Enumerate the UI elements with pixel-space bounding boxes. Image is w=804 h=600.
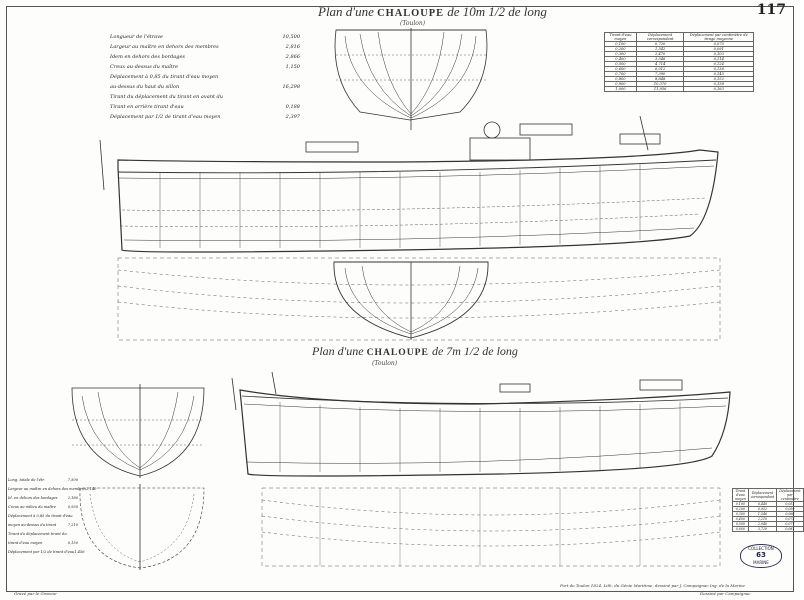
plan1-subtitle: (Toulon): [400, 20, 426, 27]
plan2-half-breadth-plan: [79, 484, 205, 570]
plan2-body-plan: [71, 384, 205, 478]
dimension-row: Tirant du déplacement du tirant en avant…: [110, 92, 300, 102]
dimension-value: 1,456: [74, 550, 85, 554]
plan1-half-breadth: [117, 257, 721, 341]
dimension-value: 2,816: [285, 44, 300, 50]
dimension-row: Idem en dehors des bordages 2,866: [110, 52, 300, 62]
dimension-row: Longueur de l'étrave 10,500: [110, 32, 300, 42]
plan1-cannon: [305, 121, 661, 161]
table-header: Déplacement par centimètre: [776, 488, 804, 502]
dimension-label: au-dessus du haut du sillon: [110, 84, 180, 90]
dimension-row: Id. en dehors des bordages 2,180: [8, 494, 78, 503]
dimension-value: 0,150: [67, 541, 78, 545]
lithographer-credit: Port de Toulon 1824, Lith. du Génie Mari…: [560, 583, 745, 588]
dimension-label: Largeur au maître en dehors des membres: [110, 44, 219, 50]
dimension-label: Déplacement à 0,85 du tirant d'eau moyen: [110, 74, 219, 80]
dimension-value: 16,298: [282, 84, 301, 90]
dimension-label: Creux au-dessus du maître: [110, 64, 179, 70]
plan2-waterlines: [261, 487, 721, 567]
table-cell: 0,163: [683, 86, 754, 92]
dimension-label: Tirant en arrière tirant d'eau: [110, 104, 184, 110]
dimension-value: 2,180: [67, 496, 78, 500]
dimension-value: 2,866: [285, 54, 300, 60]
table-cell: 1,000: [604, 86, 637, 92]
plan1-title: Plan d'une CHALOUPE de 10m 1/2 de long: [318, 4, 547, 19]
dimension-row: Tirant en arrière tirant d'eau 0,188: [110, 102, 300, 112]
dimension-row: Long. totale de l'étr. 7,500: [8, 476, 78, 485]
plan1-profile: [99, 115, 719, 253]
dimension-label: Largeur au maître en dehors des membres: [8, 487, 87, 491]
dimension-label: Déplacement par 1/2 de tirant d'eau: [8, 550, 75, 554]
dimension-label: Déplacement par 1/2 de tirant d'eau moye…: [110, 114, 221, 120]
collection-stamp: COLLECTION 63 MARINE: [740, 544, 782, 568]
dimension-label: Longueur de l'étrave: [110, 34, 163, 40]
dimension-value: 2,140: [86, 487, 97, 491]
dimension-value: 0,188: [285, 104, 300, 110]
dimension-row: au-dessus du haut du sillon 16,298: [110, 82, 300, 92]
plate-frame: [6, 6, 794, 592]
plan2-title: Plan d'une CHALOUPE de 7m 1/2 de long: [312, 344, 518, 358]
table-header: Tirant d'eau moyen: [732, 488, 749, 502]
dimension-row: Déplacement à 0,85 du tirant d'eau moyen: [110, 72, 300, 82]
dimension-row: tirant d'eau moyen 0,150: [8, 539, 78, 548]
dimension-row: Tirant du déplacement tirant du: [8, 530, 78, 539]
dimension-label: Idem en dehors des bordages: [110, 54, 185, 60]
dimension-label: Tirant du déplacement du tirant en avant…: [110, 94, 223, 100]
engraver-credit: Gravé par le Graveur: [14, 591, 58, 596]
dimension-label: Creux au milieu du maître: [8, 505, 56, 509]
dimension-label: Tirant du déplacement tirant du: [8, 532, 67, 536]
dimension-row: Déplacement à 0,85 du tirant d'eau: [8, 512, 78, 521]
dimension-row: Creux au milieu du maître 0,930: [8, 503, 78, 512]
dimension-row: Largeur au maître en dehors des membres 2…: [110, 42, 300, 52]
dimension-value: 1,150: [285, 64, 300, 70]
dimension-label: tirant d'eau moyen: [8, 541, 43, 545]
dimension-label: Long. totale de l'étr.: [8, 478, 45, 482]
dimension-value: 10,500: [282, 34, 301, 40]
dimension-value: 7,210: [67, 523, 78, 527]
plate-number: 117: [756, 2, 786, 18]
designer-credit: Dessiné par Campaignac: [700, 591, 751, 596]
plan2-profile: [231, 371, 731, 477]
dimension-value: 2,397: [285, 114, 300, 120]
dimension-row: Creux au-dessus du maître 1,150: [110, 62, 300, 72]
plan1-body-plan: [334, 28, 488, 130]
dimension-label: Déplacement à 0,85 du tirant d'eau: [8, 514, 73, 518]
dimension-value: 0,930: [67, 505, 78, 509]
dimension-label: moyen au-dessus du tirant: [8, 523, 57, 527]
dimension-row: Déplacement par 1/2 de tirant d'eau moye…: [110, 112, 300, 122]
table-cell: 0,081: [776, 526, 804, 532]
dimension-value: 7,500: [67, 478, 78, 482]
dimension-row: moyen au-dessus du tirant 7,210: [8, 521, 78, 530]
plan2-subtitle: (Toulon): [372, 360, 398, 367]
dimension-label: Id. en dehors des bordages: [8, 496, 58, 500]
